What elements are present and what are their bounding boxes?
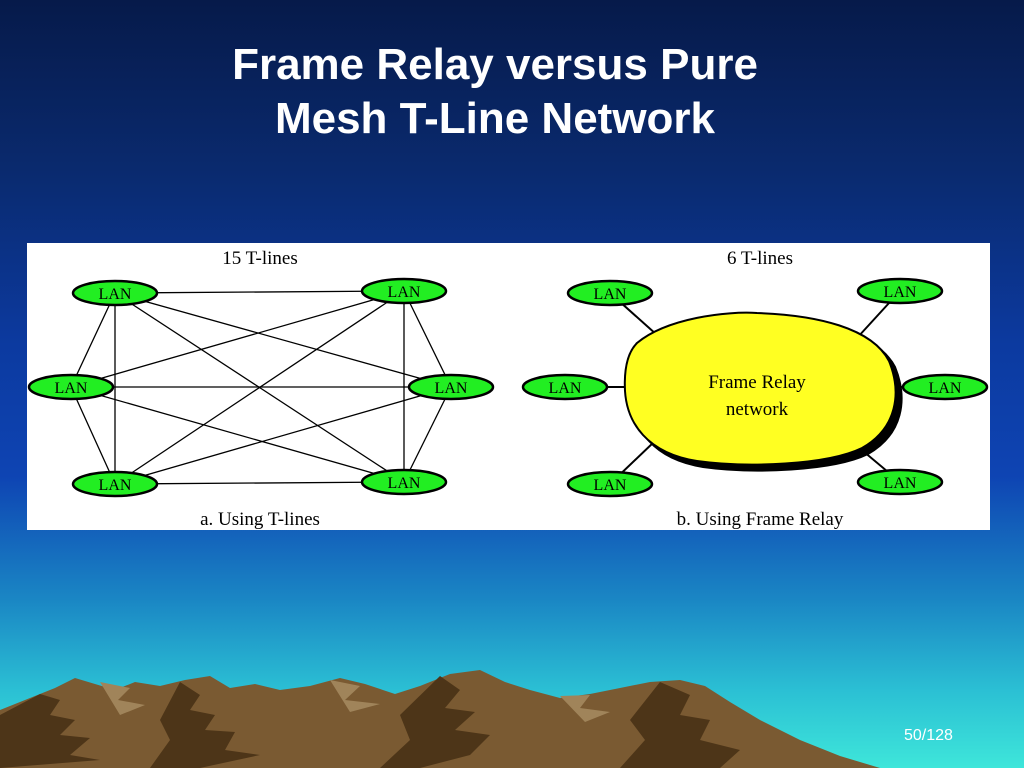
mesh-link	[70, 386, 405, 483]
cloud-label-line-2: network	[726, 399, 789, 420]
frame-relay-cloud: Frame Relay network	[623, 311, 903, 472]
lan-node: LAN	[71, 279, 159, 307]
diagram-b-heading: 6 T-lines	[727, 248, 793, 269]
lan-label: LAN	[594, 286, 627, 303]
diagram-panel: LAN LAN LAN LAN LAN	[27, 243, 990, 530]
mesh-link	[70, 290, 405, 388]
diagram-b-caption: b. Using Frame Relay	[677, 509, 844, 530]
lan-node: LAN	[71, 470, 159, 498]
mesh-link	[70, 386, 116, 485]
lan-nodes-b: LAN LAN LAN LAN LAN	[521, 277, 989, 498]
mesh-link	[114, 481, 405, 485]
diagram-b: Frame Relay network LAN LAN LAN	[521, 248, 989, 530]
slide-title: Frame Relay versus Pure Mesh T-Line Netw…	[0, 38, 990, 146]
lan-label: LAN	[388, 284, 421, 301]
title-line-2: Mesh T-Line Network	[274, 94, 716, 143]
diagram-a-heading: 15 T-lines	[222, 248, 297, 269]
mesh-link	[403, 386, 452, 483]
lan-label: LAN	[99, 286, 132, 303]
title-line-1: Frame Relay versus Pure	[232, 40, 758, 89]
mesh-link	[403, 290, 452, 388]
page-number: 50/128	[904, 727, 953, 744]
lan-label: LAN	[388, 475, 421, 492]
diagram-a-caption: a. Using T-lines	[200, 509, 320, 530]
lan-label: LAN	[929, 380, 962, 397]
lan-label: LAN	[884, 284, 917, 301]
cloud-label-line-1: Frame Relay	[708, 372, 806, 393]
lan-node: LAN	[566, 279, 654, 307]
lan-node: LAN	[856, 277, 944, 305]
lan-node: LAN	[360, 468, 448, 496]
mesh-link	[114, 386, 452, 485]
lan-node: LAN	[901, 373, 989, 401]
lan-node: LAN	[407, 373, 495, 401]
mountain-range-decoration	[0, 670, 880, 768]
lan-label: LAN	[594, 477, 627, 494]
lan-label: LAN	[435, 380, 468, 397]
lan-label: LAN	[55, 380, 88, 397]
mesh-link	[114, 290, 405, 294]
mesh-links	[70, 290, 452, 485]
lan-node: LAN	[566, 470, 654, 498]
lan-node: LAN	[27, 373, 115, 401]
network-diagrams: LAN LAN LAN LAN LAN	[27, 248, 989, 530]
lan-nodes-a: LAN LAN LAN LAN LAN	[27, 277, 495, 498]
lan-node: LAN	[360, 277, 448, 305]
lan-label: LAN	[884, 475, 917, 492]
lan-label: LAN	[99, 477, 132, 494]
lan-node: LAN	[856, 468, 944, 496]
diagram-a: LAN LAN LAN LAN LAN	[27, 248, 495, 530]
lan-node: LAN	[521, 373, 609, 401]
lan-label: LAN	[549, 380, 582, 397]
mesh-link	[70, 292, 116, 388]
mesh-link	[114, 292, 452, 388]
